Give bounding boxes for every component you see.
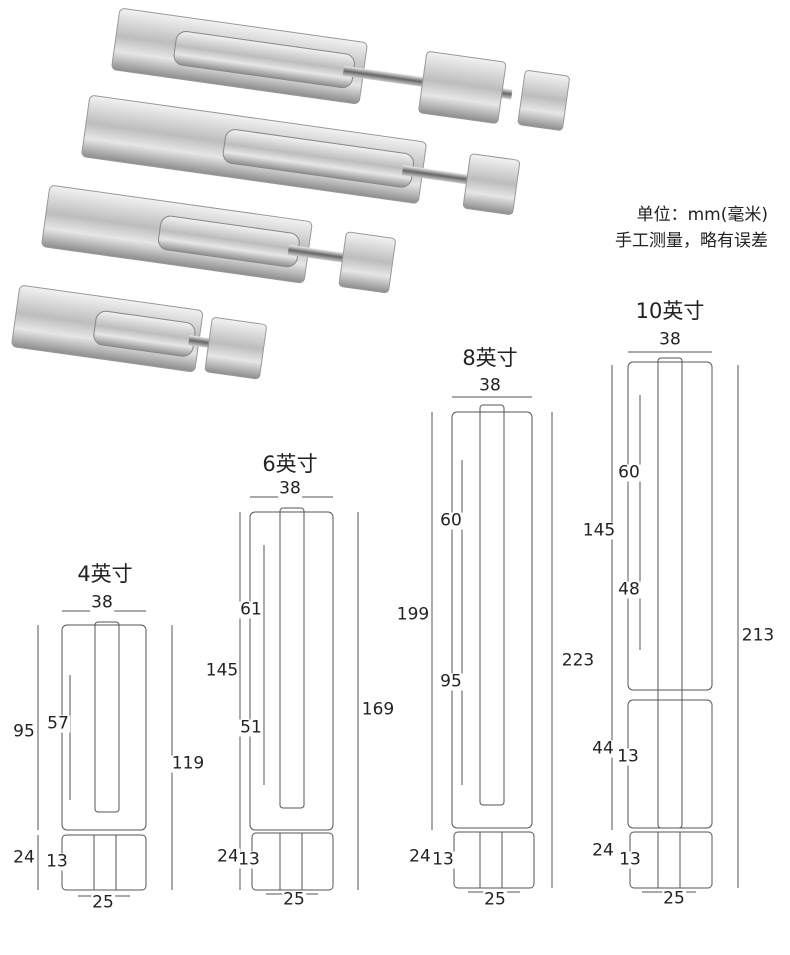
dim-slot: 57 (46, 713, 70, 734)
product-photo (11, 8, 570, 380)
model-title-10in: 10英寸 (635, 299, 705, 323)
dim-slot-lower: 95 (439, 671, 463, 692)
dim-bolt-body: 145 (204, 660, 240, 681)
dim-width: 38 (658, 329, 682, 350)
dim-middle-hole: 13 (616, 746, 640, 767)
model-title-8in: 8英寸 (462, 346, 518, 370)
dim-strike-hole: 13 (431, 849, 455, 870)
dim-width: 38 (90, 592, 114, 613)
dim-total: 213 (740, 625, 776, 646)
dim-strike: 24 (408, 846, 432, 867)
dim-strike-width: 25 (282, 889, 306, 910)
measurement-note: 单位：mm(毫米) 手工测量，略有误差 (615, 202, 768, 254)
dim-slot-lower: 48 (617, 579, 641, 600)
disclaimer-text: 手工测量，略有误差 (615, 231, 768, 251)
dim-strike-hole: 13 (618, 849, 642, 870)
dim-total: 169 (360, 699, 396, 720)
dim-slot-lower: 51 (239, 717, 263, 738)
dim-slot-upper: 61 (239, 599, 263, 620)
dim-width: 38 (478, 375, 502, 396)
model-title-4in: 4英寸 (77, 562, 133, 586)
dim-strike-hole: 13 (45, 851, 69, 872)
dim-total: 223 (560, 650, 596, 671)
line-drawings (37, 351, 739, 897)
dim-strike: 24 (591, 840, 615, 861)
dim-bolt-body: 95 (12, 721, 36, 742)
dim-total: 119 (170, 753, 206, 774)
dim-bolt-body: 199 (395, 604, 431, 625)
dim-bolt-body: 145 (581, 520, 617, 541)
dim-slot-upper: 60 (617, 462, 641, 483)
dim-slot-upper: 60 (439, 510, 463, 531)
dim-width: 38 (278, 478, 302, 499)
dim-strike-width: 25 (483, 889, 507, 910)
dim-strike-width: 25 (662, 888, 686, 909)
dim-strike: 24 (216, 846, 240, 867)
dim-strike-width: 25 (91, 892, 115, 913)
dim-strike: 24 (12, 847, 36, 868)
dim-strike-hole: 13 (237, 849, 261, 870)
dim-middle: 44 (591, 738, 615, 759)
unit-text: 单位：mm(毫米) (636, 205, 768, 225)
model-title-6in: 6英寸 (262, 452, 318, 476)
